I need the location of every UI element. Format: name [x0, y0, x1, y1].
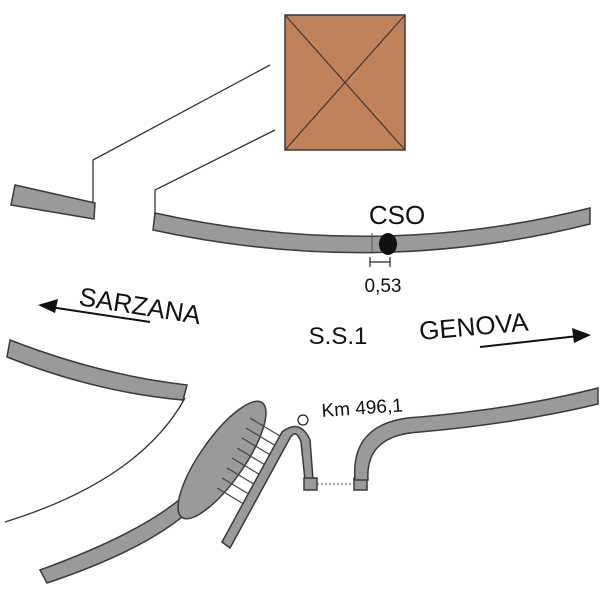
road-segment-northwest [10, 184, 96, 220]
east-direction-label: GENOVA [418, 307, 530, 346]
island [177, 400, 267, 520]
station-label: CSO [369, 200, 425, 230]
access-path-right [154, 129, 276, 215]
road-segment-southwest [6, 338, 188, 401]
west-direction-label: SARZANA [77, 281, 204, 330]
boundary-curve [4, 397, 186, 523]
pedestrian-crossing [216, 417, 281, 507]
main-road [152, 207, 591, 254]
distance-scale [369, 257, 391, 267]
arrow-west [38, 299, 151, 323]
gate-left [303, 477, 318, 491]
station-marker [379, 233, 397, 255]
distance-label: 0,53 [365, 276, 402, 297]
road-segment-southeast [353, 387, 599, 481]
building [284, 14, 406, 151]
access-path-left [92, 64, 271, 205]
exit-ramp [38, 488, 202, 584]
arrow-east [479, 328, 591, 348]
kilometer-label: Km 496,1 [321, 395, 404, 422]
road-label: S.S.1 [309, 323, 368, 350]
kilometer-marker-icon [297, 414, 309, 426]
